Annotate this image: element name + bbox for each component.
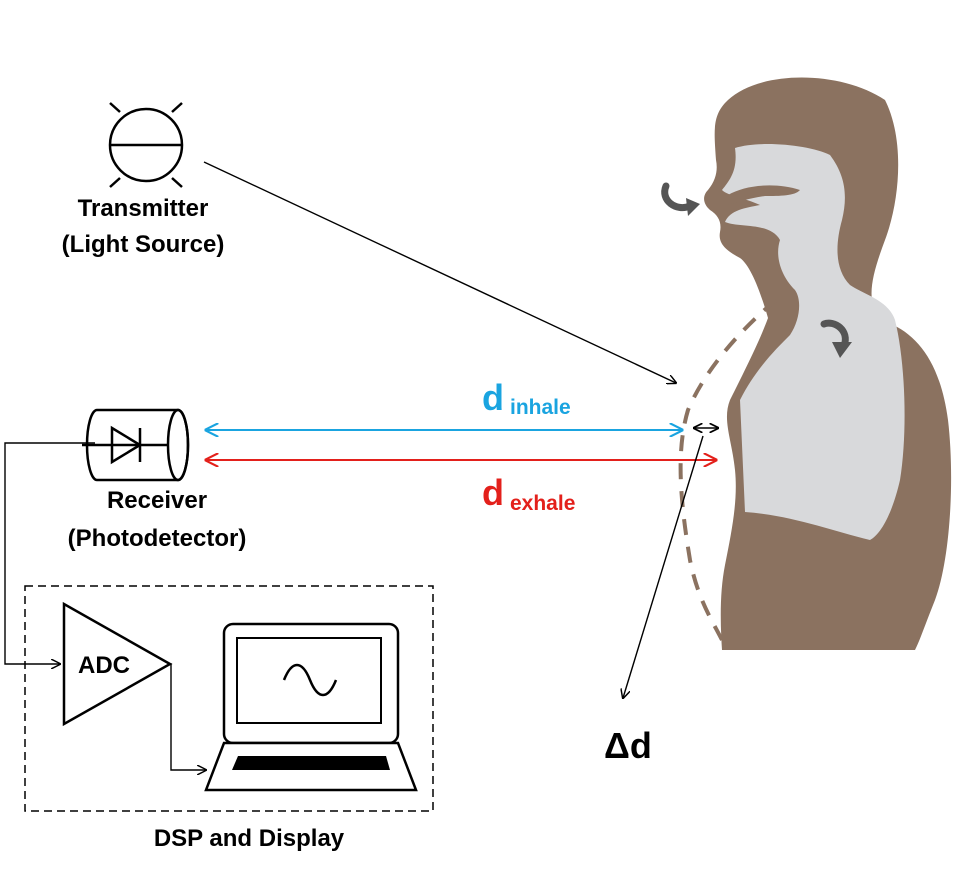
curved-arrow-icon	[661, 182, 700, 216]
palate-shape	[728, 185, 800, 205]
receiver-label-line1: Receiver	[107, 487, 207, 514]
laptop-icon	[204, 622, 418, 792]
curved-arrow-icon	[820, 319, 852, 358]
dsp-display-label: DSP and Display	[154, 825, 345, 852]
light-beam-arrow	[203, 161, 676, 383]
transmitter-label-line1: Transmitter	[78, 195, 209, 222]
airway-shape	[722, 144, 905, 540]
dsp-display-box	[24, 585, 434, 812]
human-torso-silhouette	[704, 77, 952, 650]
sine-wave-icon	[282, 663, 338, 697]
signal-wire	[4, 442, 95, 664]
delta-d-pointer-arrow	[623, 435, 704, 698]
delta-d-label: Δd	[604, 725, 652, 766]
photodiode-icon	[82, 408, 190, 482]
receiver-label-line2: (Photodetector)	[68, 525, 247, 552]
adc-label: ADC	[78, 652, 130, 679]
lamp-icon	[108, 102, 184, 188]
transmitter-label-line2: (Light Source)	[62, 231, 225, 258]
adc-output-wire	[170, 663, 206, 770]
amplifier-icon	[62, 601, 173, 727]
